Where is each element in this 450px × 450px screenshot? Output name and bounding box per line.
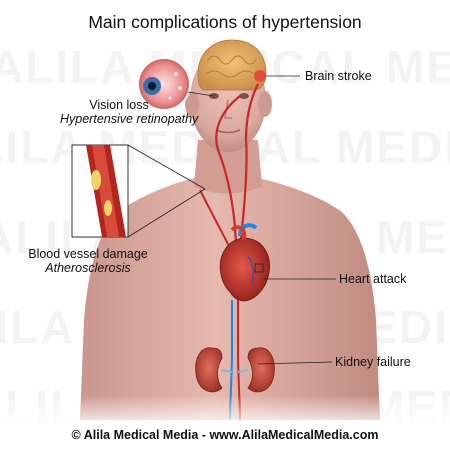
label-heart-attack: Heart attack	[339, 272, 407, 286]
infarct-marker	[254, 263, 264, 273]
vision-loss-subtitle: Hypertensive retinopathy	[60, 112, 199, 126]
artery	[238, 83, 259, 251]
vessel-damage-subtitle: Atherosclerosis	[45, 261, 131, 275]
vessel-damage-text: Blood vessel damage	[28, 247, 148, 261]
ear-left	[185, 91, 199, 117]
stroke-spot	[254, 70, 266, 82]
artery	[215, 95, 241, 251]
vessel-inset	[71, 144, 206, 238]
plaque-icon	[91, 170, 101, 190]
torso	[80, 178, 380, 420]
label-blood-vessel-damage: Blood vessel damage Atherosclerosis	[22, 247, 154, 275]
heart-icon	[219, 237, 270, 302]
label-vision-loss: Vision loss Hypertensive retinopathy	[60, 98, 199, 126]
eye-inset-icon	[137, 57, 191, 111]
ear-right	[258, 91, 272, 117]
kidney-left-icon	[195, 347, 223, 393]
copyright-footer: © Alila Medical Media - www.AlilaMedical…	[71, 428, 379, 442]
vision-loss-text: Vision loss	[89, 98, 149, 112]
label-kidney-failure: Kidney failure	[335, 355, 411, 369]
label-brain-stroke: Brain stroke	[305, 69, 372, 83]
kidney-right-icon	[247, 347, 275, 393]
brain-icon	[197, 39, 267, 91]
diagram-title: Main complications of hypertension	[88, 12, 362, 32]
leader-line	[257, 361, 333, 365]
